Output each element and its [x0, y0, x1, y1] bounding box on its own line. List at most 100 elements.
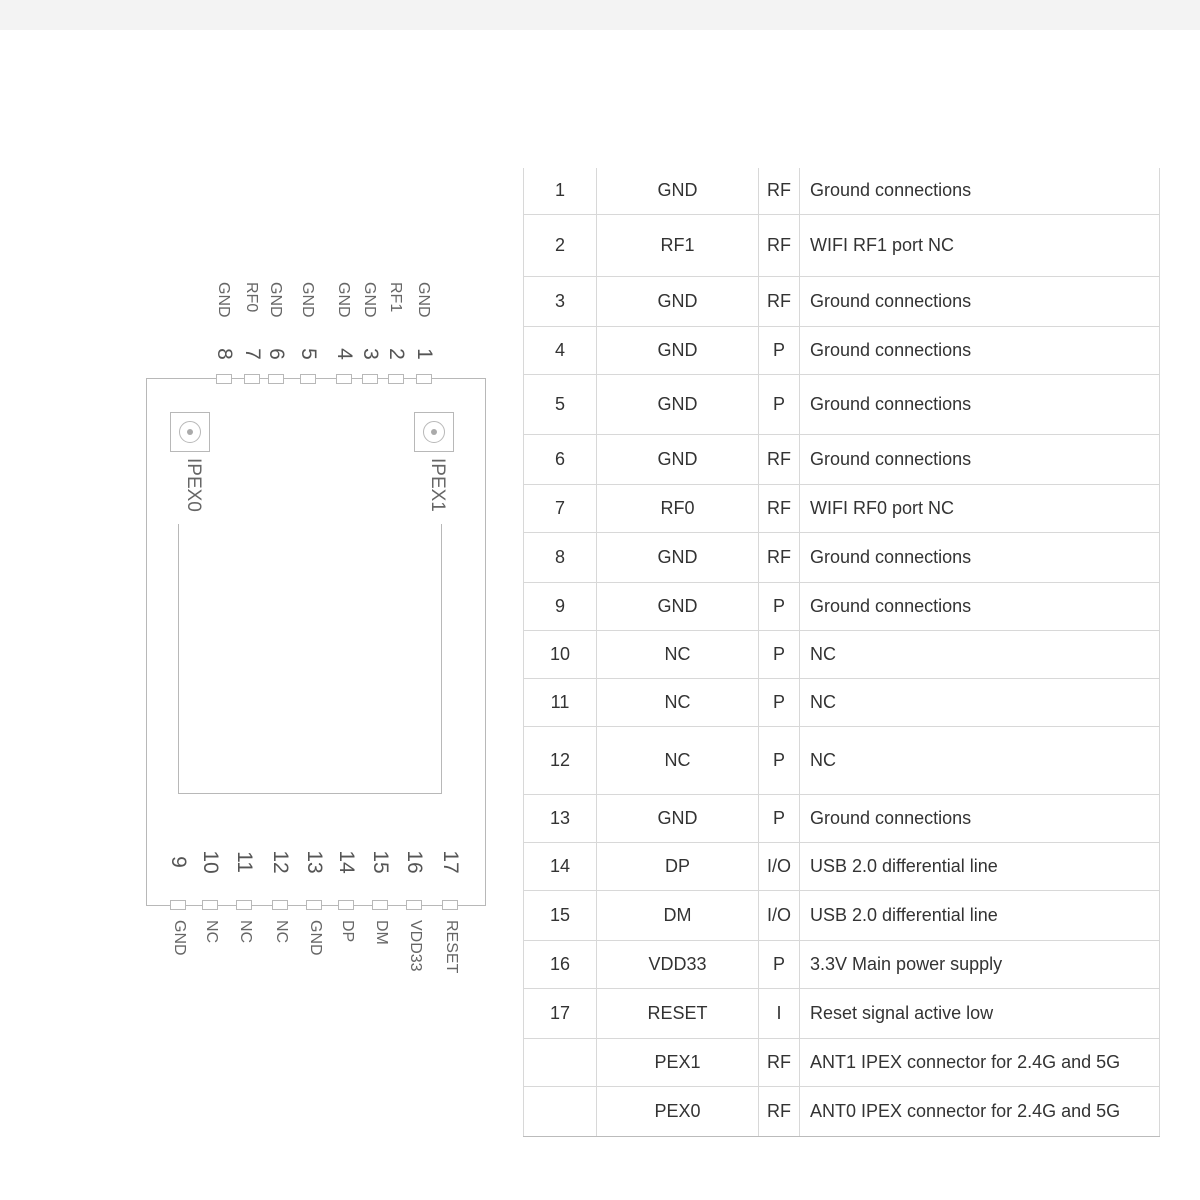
- ipex0-label: IPEX0: [183, 458, 204, 512]
- pin-number-cell: [523, 1038, 597, 1087]
- pin-name-cell: DP: [596, 842, 759, 891]
- top-pin-number-label: 5: [297, 348, 320, 360]
- pin-description-cell: 3.3V Main power supply: [799, 940, 1160, 989]
- pin-number-cell: 12: [523, 726, 597, 795]
- shield-can-outline: [178, 524, 442, 794]
- pin-description-cell: USB 2.0 differential line: [799, 842, 1160, 891]
- pin-name-cell: GND: [596, 168, 759, 215]
- pin-name-cell: GND: [596, 276, 759, 327]
- pin-description-cell: USB 2.0 differential line: [799, 890, 1160, 941]
- bottom-pin-number-label: 13: [303, 850, 326, 874]
- pin-number-cell: 9: [523, 582, 597, 631]
- pin-name-cell: GND: [596, 326, 759, 375]
- pin-pad: [338, 900, 354, 910]
- pin-name-cell: RESET: [596, 988, 759, 1039]
- top-pin-name-label: GND: [215, 282, 232, 318]
- top-pin-name-label: GND: [335, 282, 352, 318]
- pin-pad: [388, 374, 404, 384]
- pin-number-cell: 2: [523, 214, 597, 277]
- ipex1-connector-icon: [414, 412, 454, 452]
- pin-number-cell: 7: [523, 484, 597, 533]
- pin-pad: [170, 900, 186, 910]
- pin-type-cell: P: [758, 630, 801, 679]
- pin-description-cell: Ground connections: [799, 374, 1160, 435]
- pin-number-cell: 5: [523, 374, 597, 435]
- pin-name-cell: NC: [596, 678, 759, 727]
- pin-pad: [336, 374, 352, 384]
- pin-type-cell: I/O: [758, 890, 801, 941]
- pin-pad: [216, 374, 232, 384]
- bottom-pin-name-label: RESET: [443, 920, 460, 974]
- top-pin-number-label: 8: [213, 348, 236, 360]
- pin-type-cell: RF: [758, 1038, 801, 1087]
- pin-name-cell: RF0: [596, 484, 759, 533]
- pin-description-cell: WIFI RF1 port NC: [799, 214, 1160, 277]
- pin-type-cell: P: [758, 326, 801, 375]
- top-pin-number-label: 4: [333, 348, 356, 360]
- pin-number-cell: 17: [523, 988, 597, 1039]
- pin-type-cell: P: [758, 374, 801, 435]
- pin-type-cell: RF: [758, 276, 801, 327]
- pin-description-cell: Ground connections: [799, 434, 1160, 485]
- pin-type-cell: I: [758, 988, 801, 1039]
- pin-number-cell: 4: [523, 326, 597, 375]
- pin-name-cell: PEX1: [596, 1038, 759, 1087]
- pin-type-cell: P: [758, 582, 801, 631]
- pin-name-cell: DM: [596, 890, 759, 941]
- pin-type-cell: P: [758, 940, 801, 989]
- bottom-pin-name-label: VDD33: [407, 920, 424, 972]
- bottom-pin-number-label: 17: [439, 850, 462, 874]
- pin-name-cell: GND: [596, 582, 759, 631]
- top-pin-name-label: GND: [415, 282, 432, 318]
- pin-number-cell: 3: [523, 276, 597, 327]
- bottom-pin-number-label: 14: [335, 850, 358, 874]
- bottom-pin-name-label: GND: [307, 920, 324, 956]
- pin-type-cell: P: [758, 678, 801, 727]
- pin-name-cell: RF1: [596, 214, 759, 277]
- top-pin-name-label: GND: [361, 282, 378, 318]
- pin-description-cell: NC: [799, 630, 1160, 679]
- bottom-pin-number-label: 12: [269, 850, 292, 874]
- bottom-pin-number-label: 15: [369, 850, 392, 874]
- pin-pad: [300, 374, 316, 384]
- bottom-pin-name-label: DP: [339, 920, 356, 943]
- top-bar: [0, 0, 1200, 30]
- bottom-pin-name-label: NC: [273, 920, 290, 944]
- pin-number-cell: 11: [523, 678, 597, 727]
- pin-type-cell: RF: [758, 214, 801, 277]
- pin-type-cell: I/O: [758, 842, 801, 891]
- top-pin-number-label: 7: [241, 348, 264, 360]
- pin-pad: [272, 900, 288, 910]
- pin-pad: [372, 900, 388, 910]
- module-board-outline: [146, 378, 486, 906]
- pin-type-cell: RF: [758, 168, 801, 215]
- bottom-pin-number-label: 9: [167, 856, 190, 868]
- pin-type-cell: RF: [758, 532, 801, 583]
- pin-type-cell: RF: [758, 1086, 801, 1137]
- pin-description-cell: NC: [799, 726, 1160, 795]
- pin-description-cell: WIFI RF0 port NC: [799, 484, 1160, 533]
- top-pin-number-label: 6: [265, 348, 288, 360]
- pin-pad: [244, 374, 260, 384]
- bottom-pin-name-label: NC: [203, 920, 220, 944]
- pin-type-cell: RF: [758, 434, 801, 485]
- pin-description-cell: Ground connections: [799, 276, 1160, 327]
- pin-number-cell: 10: [523, 630, 597, 679]
- pin-description-cell: ANT1 IPEX connector for 2.4G and 5G: [799, 1038, 1160, 1087]
- pin-description-cell: ANT0 IPEX connector for 2.4G and 5G: [799, 1086, 1160, 1137]
